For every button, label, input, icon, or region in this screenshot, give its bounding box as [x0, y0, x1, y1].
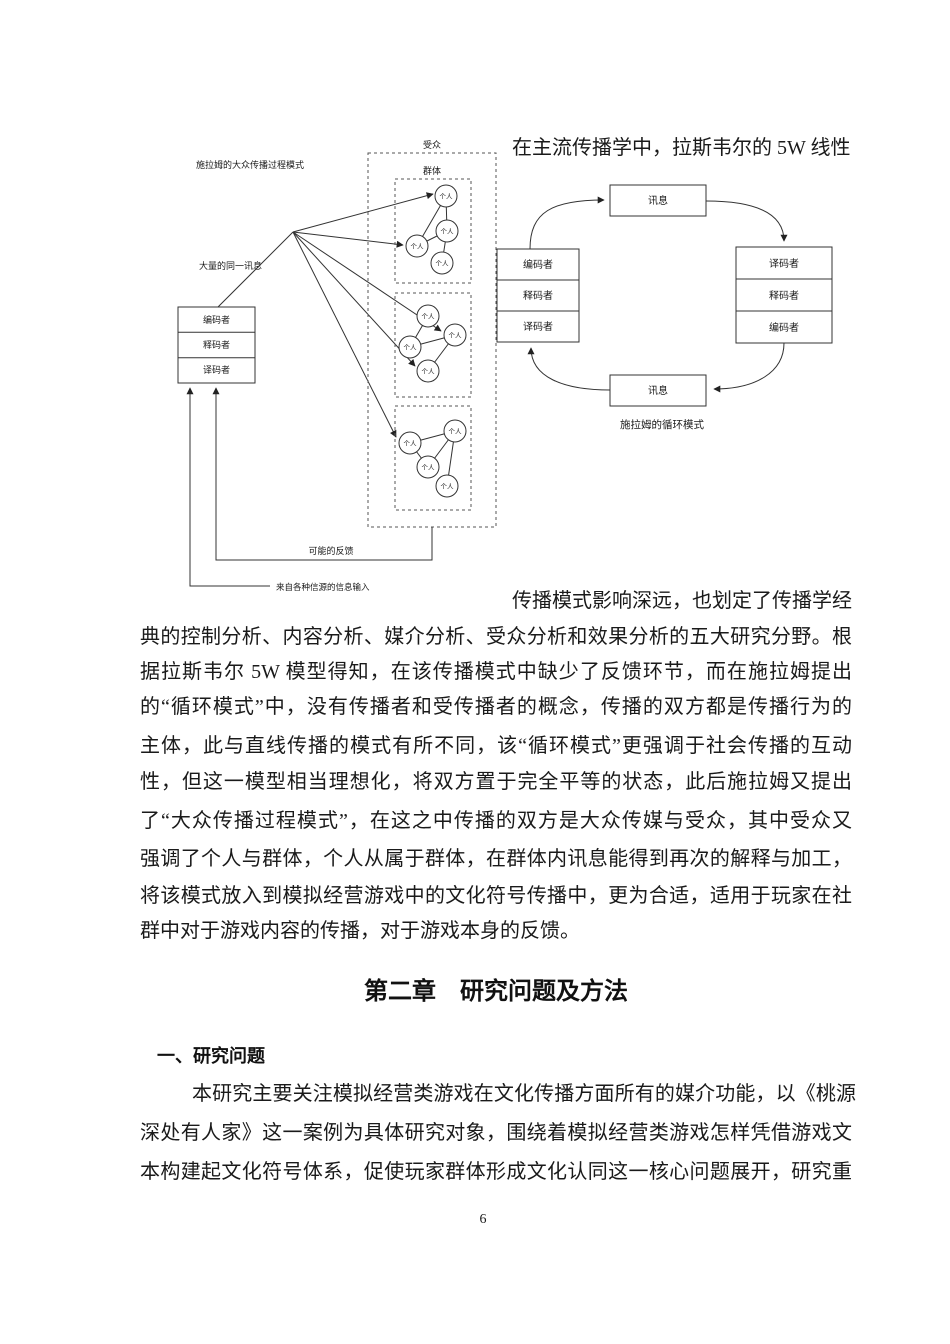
message-label: 讯息 — [648, 194, 668, 207]
group-label: 群体 — [423, 165, 441, 176]
paragraph-line: 了“大众传播过程模式”，在这之中传播的双方是大众传媒与受众，其中受众又 — [140, 810, 852, 832]
paragraph-line: 据拉斯韦尔 5W 模型得知，在该传播模式中缺少了反馈环节，而在施拉姆提出 — [140, 661, 852, 683]
source-row-label: 编码者 — [203, 314, 230, 325]
participant-row-label: 释码者 — [769, 289, 799, 302]
paragraph-line: 传播模式影响深远，也划定了传播学经 — [512, 590, 852, 612]
person-label: 个人 — [422, 313, 436, 321]
feedback-path — [212, 387, 433, 561]
group-box — [394, 405, 472, 511]
person-label: 个人 — [436, 260, 450, 268]
person-label: 个人 — [411, 243, 425, 251]
participant-row-label: 译码者 — [769, 258, 799, 270]
participant-row-label: 编码者 — [769, 321, 799, 334]
feedback-label: 可能的反馈 — [308, 545, 353, 556]
paragraph-line: 强调了个人与群体，个人从属于群体，在群体内讯息能得到再次的解释与加工， — [140, 848, 852, 870]
participant-row-label: 译码者 — [523, 321, 553, 333]
person-label: 个人 — [449, 428, 463, 436]
right-participant-box — [735, 246, 833, 344]
circular-model-caption: 施拉姆的循环模式 — [620, 418, 704, 431]
schramm-mass-model: 施拉姆的大众传播过程模式 大量的同一讯息 编码者 释码者 译码者 受众 群体 — [177, 139, 497, 592]
source-box — [177, 306, 256, 384]
person-label: 个人 — [404, 440, 418, 448]
paragraph-line: 本研究主要关注模拟经营类游戏在文化传播方面所有的媒介功能，以《桃源 — [192, 1083, 856, 1105]
message-box-top — [609, 184, 707, 217]
audience-label: 受众 — [423, 139, 441, 150]
source-row-label: 释码者 — [203, 339, 230, 350]
person-label: 个人 — [441, 483, 455, 491]
circular-arrows — [527, 196, 788, 393]
paragraph-line: 的“循环模式”中，没有传播者和受传播者的概念，传播的双方都是传播行为的 — [140, 696, 852, 718]
schramm-circular-model: 编码者 释码者 译码者 译码者 释码者 编码者 讯息 讯息 施拉姆的循环模式 — [496, 184, 833, 431]
paragraph-line: 性，但这一模型相当理想化，将双方置于完全平等的状态，此后施拉姆又提出 — [140, 771, 852, 793]
paragraph-line: 深处有人家》这一案例为具体研究对象，围绕着模拟经营类游戏怎样凭借游戏文 — [140, 1122, 852, 1144]
person-label: 个人 — [441, 228, 455, 236]
message-label: 讯息 — [648, 384, 668, 397]
input-path — [186, 387, 270, 587]
person-label: 个人 — [422, 368, 436, 376]
person-label: 个人 — [404, 344, 418, 352]
paragraph-line: 典的控制分析、内容分析、媒介分析、受众分析和效果分析的五大研究分野。根 — [140, 626, 852, 648]
person-label: 个人 — [422, 464, 436, 472]
paragraph-line: 群中对于游戏内容的传播，对于游戏本身的反馈。 — [140, 920, 580, 942]
person-label: 个人 — [440, 193, 454, 201]
message-fan-lines — [217, 192, 442, 438]
paragraph-line: 本构建起文化符号体系，促使玩家群体形成文化认同这一核心问题展开，研究重 — [140, 1161, 852, 1183]
page-number: 6 — [479, 1212, 487, 1227]
section-heading: 一、研究问题 — [157, 1046, 265, 1066]
participant-row-label: 编码者 — [523, 258, 553, 271]
paragraph-line: 主体，此与直线传播的模式有所不同，该“循环模式”更强调于社会传播的互动 — [140, 735, 852, 757]
participant-row-label: 释码者 — [523, 289, 553, 302]
left-participant-box — [496, 248, 580, 343]
person-label: 个人 — [449, 332, 463, 340]
message-box-bottom — [609, 374, 707, 407]
paragraph-line: 在主流传播学中，拉斯韦尔的 5W 线性 — [512, 137, 851, 159]
message-volume-label: 大量的同一讯息 — [199, 260, 262, 271]
group-box — [394, 178, 472, 284]
group-box — [394, 292, 472, 398]
figure-left-title: 施拉姆的大众传播过程模式 — [196, 159, 304, 170]
person-nodes: 个人 个人 个人 个人 个人 个人 个人 个人 个人 个人 个人 个人 — [398, 184, 467, 498]
paragraph-line: 将该模式放入到模拟经营游戏中的文化符号传播中，更为合适，适用于玩家在社 — [140, 885, 852, 907]
chapter-heading: 第二章 研究问题及方法 — [364, 978, 628, 1005]
source-row-label: 译码者 — [203, 365, 230, 375]
input-label: 来自各种信源的信息输入 — [276, 582, 370, 592]
communication-models-figure: 施拉姆的大众传播过程模式 大量的同一讯息 编码者 释码者 译码者 受众 群体 — [177, 139, 833, 592]
